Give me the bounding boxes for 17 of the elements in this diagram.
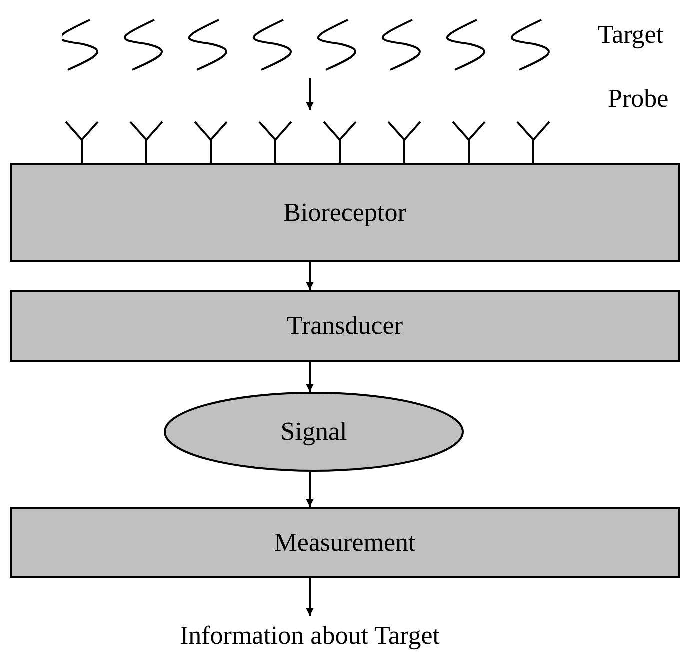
box-label: Signal: [280, 417, 348, 447]
output-text: Information about Target: [180, 621, 440, 651]
box-label: Transducer: [286, 311, 404, 341]
process-box: [10, 290, 680, 362]
arrow: [306, 78, 314, 110]
arrow: [306, 362, 314, 392]
arrow: [306, 262, 314, 290]
box-label: Bioreceptor: [284, 198, 406, 228]
process-box: [10, 507, 680, 578]
process-box: [10, 163, 680, 262]
arrow: [306, 472, 314, 507]
component-label: Target: [598, 20, 664, 50]
arrow: [306, 578, 314, 616]
target-strands-drawing: [62, 16, 552, 74]
box-label: Measurement: [274, 528, 416, 558]
component-label: Probe: [608, 84, 669, 114]
signal-ellipse: [164, 392, 464, 472]
